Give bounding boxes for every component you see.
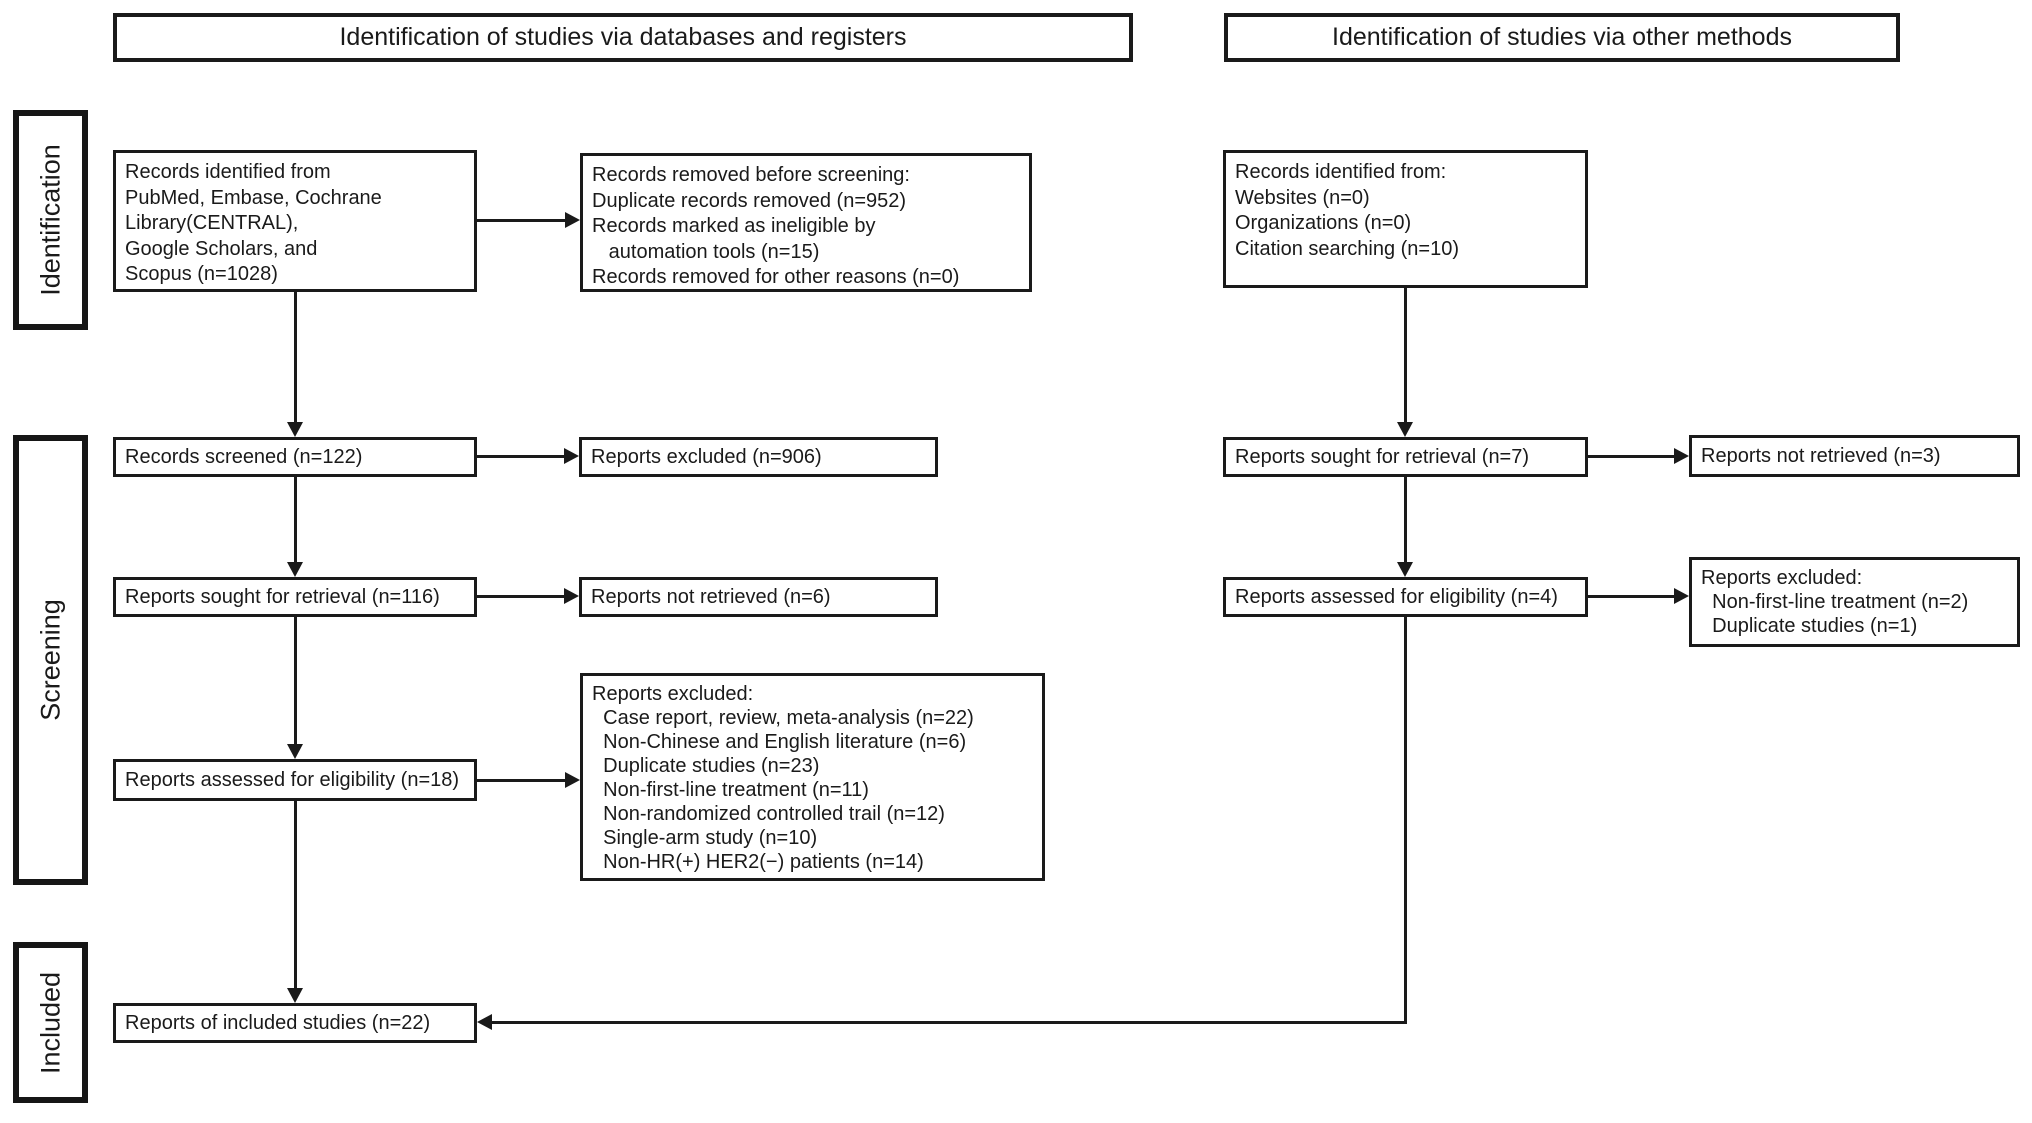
box-other-reports-sought: Reports sought for retrieval (n=7) [1223, 437, 1588, 477]
box-records-screened: Records screened (n=122) [113, 437, 477, 477]
arrowhead-assessed-to-included [287, 988, 303, 1003]
box-reports-assessed-eligibility: Reports assessed for eligibility (n=18) [113, 759, 477, 801]
box-reports-included-studies: Reports of included studies (n=22) [113, 1003, 477, 1043]
arrowhead-identified-to-removed [565, 212, 580, 228]
arrowhead-other-sought-to-not-retrieved [1674, 448, 1689, 464]
arrow-other-identified-to-sought [1404, 288, 1407, 423]
box-records-identified-databases: Records identified from PubMed, Embase, … [113, 150, 477, 292]
arrow-other-assessed-to-excluded [1588, 595, 1674, 598]
arrowhead-assessed-to-excluded-reasons [565, 772, 580, 788]
arrowhead-sought-to-assessed [287, 744, 303, 759]
header-other-methods: Identification of studies via other meth… [1224, 13, 1900, 62]
box-reports-excluded: Reports excluded (n=906) [579, 437, 938, 477]
box-other-reports-assessed: Reports assessed for eligibility (n=4) [1223, 577, 1588, 617]
arrowhead-other-sought-to-assessed [1397, 562, 1413, 577]
box-reports-not-retrieved: Reports not retrieved (n=6) [579, 577, 938, 617]
arrow-assessed-to-excluded-reasons [477, 779, 566, 782]
header-databases-registers: Identification of studies via databases … [113, 13, 1133, 62]
stage-label-screening: Screening [13, 435, 88, 885]
box-other-reports-excluded-reasons: Reports excluded: Non-first-line treatme… [1689, 557, 2020, 647]
box-reports-excluded-reasons: Reports excluded: Case report, review, m… [580, 673, 1045, 881]
stage-label-included: Included [13, 942, 88, 1103]
arrow-other-assessed-to-included-vertical [1404, 617, 1407, 1023]
arrow-assessed-to-included [294, 801, 297, 989]
arrow-identified-to-removed [477, 219, 567, 222]
box-records-identified-other: Records identified from: Websites (n=0) … [1223, 150, 1588, 288]
arrow-other-sought-to-not-retrieved [1588, 455, 1674, 458]
box-other-reports-not-retrieved: Reports not retrieved (n=3) [1689, 435, 2020, 477]
arrowhead-other-identified-to-sought [1397, 422, 1413, 437]
box-records-removed-before-screening: Records removed before screening: Duplic… [580, 153, 1032, 292]
arrowhead-other-assessed-to-excluded [1674, 588, 1689, 604]
arrowhead-screened-to-sought [287, 562, 303, 577]
arrowhead-identified-to-screened [287, 422, 303, 437]
arrow-other-sought-to-assessed [1404, 477, 1407, 563]
arrow-other-assessed-to-included-horizontal [492, 1021, 1407, 1024]
arrowhead-screened-to-excluded [564, 448, 579, 464]
stage-label-included-text: Included [35, 971, 65, 1074]
box-reports-sought-retrieval: Reports sought for retrieval (n=116) [113, 577, 477, 617]
arrow-screened-to-excluded [477, 455, 565, 458]
arrow-sought-to-not-retrieved [477, 595, 565, 598]
arrow-identified-to-screened [294, 292, 297, 424]
arrow-screened-to-sought [294, 477, 297, 563]
stage-label-identification: Identification [13, 110, 88, 330]
stage-label-identification-text: Identification [35, 144, 65, 296]
stage-label-screening-text: Screening [35, 599, 65, 721]
arrowhead-sought-to-not-retrieved [564, 588, 579, 604]
arrowhead-other-assessed-to-included [477, 1014, 492, 1030]
arrow-sought-to-assessed [294, 617, 297, 745]
